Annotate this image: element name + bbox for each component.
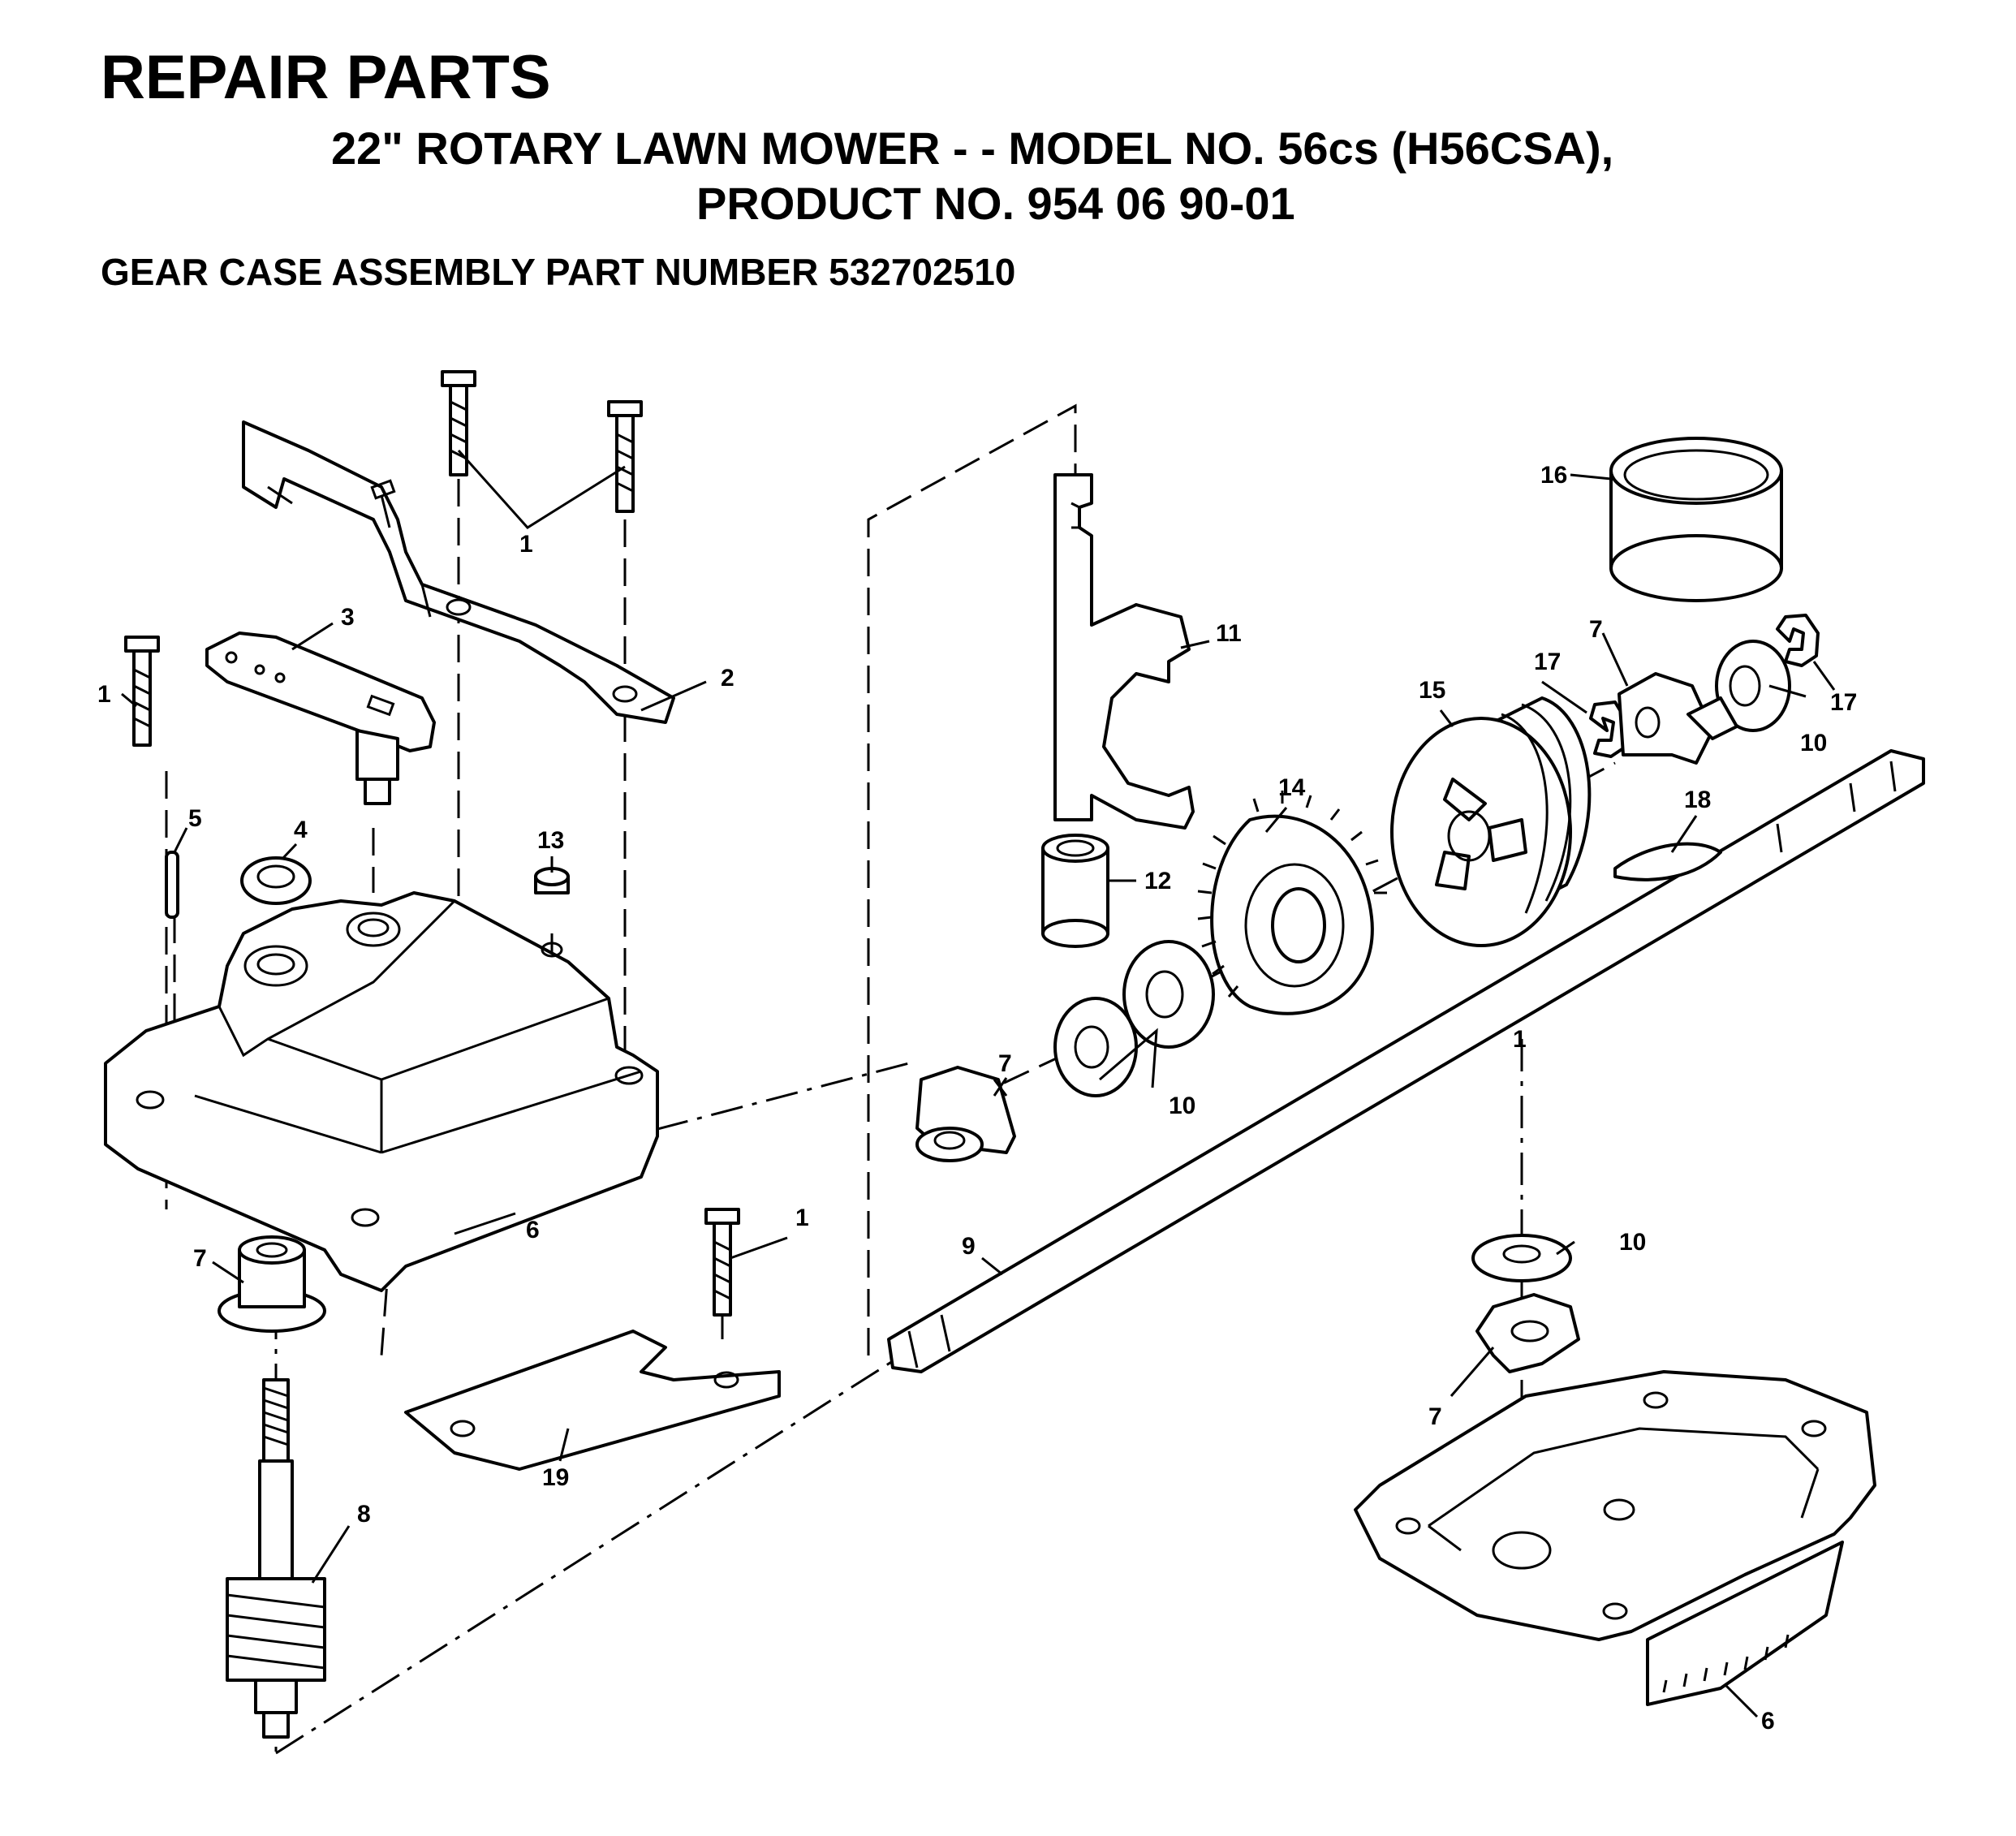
grease-cap-icon <box>1609 437 1783 602</box>
shift-lever-icon <box>205 631 436 805</box>
seal-icon <box>240 856 312 905</box>
gear-case-icon <box>1354 1370 1876 1706</box>
bolt-icon <box>704 1208 740 1317</box>
key-icon <box>1613 842 1722 881</box>
callout-4: 4 <box>294 817 308 843</box>
callout-10: 10 <box>1619 1229 1646 1256</box>
callout-7: 7 <box>193 1245 207 1272</box>
callout-1: 1 <box>795 1205 809 1231</box>
callout-14: 14 <box>1278 774 1306 801</box>
bracket-part <box>242 420 675 724</box>
callout-5: 5 <box>188 805 202 832</box>
callout-18: 18 <box>1684 787 1711 813</box>
callout-17: 17 <box>1534 649 1561 675</box>
page-title: REPAIR PARTS <box>101 43 551 112</box>
assembly-part-number: GEAR CASE ASSEMBLY PART NUMBER 532702510 <box>101 251 1016 293</box>
callout-6: 6 <box>1761 1708 1775 1735</box>
callout-10: 10 <box>1169 1093 1195 1119</box>
product-number: PRODUCT NO. 954 06 90-01 <box>696 178 1295 229</box>
callout-2: 2 <box>721 665 734 692</box>
callout-3: 3 <box>341 604 355 631</box>
retaining-ring-icon <box>1776 614 1820 667</box>
axle-shaft-icon <box>887 749 1925 1373</box>
leader-lines <box>121 473 1836 1718</box>
bearing-icon <box>218 1235 326 1333</box>
worm-shaft-icon <box>226 1378 326 1739</box>
bolt-icon <box>607 400 643 513</box>
bearing-icon <box>1618 672 1738 765</box>
callout-1: 1 <box>97 681 111 708</box>
shift-fork-icon <box>1053 473 1195 830</box>
callout-11: 11 <box>1216 620 1242 647</box>
callout-7: 7 <box>1428 1403 1442 1430</box>
plug-icon <box>534 867 570 894</box>
callout-7: 7 <box>1589 616 1603 643</box>
callout-19: 19 <box>542 1464 569 1491</box>
callout-17: 17 <box>1830 689 1857 716</box>
callout-10: 10 <box>1800 730 1827 756</box>
clutch-icon <box>1390 696 1592 947</box>
callout-8: 8 <box>357 1501 371 1528</box>
bolt-icon <box>441 370 476 476</box>
model-subtitle: 22" ROTARY LAWN MOWER - - MODEL NO. 56cs… <box>331 123 1614 174</box>
plate-icon <box>404 1330 781 1471</box>
bearing-icon <box>1475 1293 1580 1373</box>
callout-15: 15 <box>1419 677 1445 704</box>
washer-icon <box>1471 1234 1572 1282</box>
callout-12: 12 <box>1144 868 1171 894</box>
callout-7: 7 <box>998 1050 1012 1077</box>
washer-icon <box>1053 997 1138 1097</box>
callout-1: 1 <box>1513 1026 1527 1053</box>
pin-icon <box>165 851 179 919</box>
callout-6: 6 <box>526 1217 540 1243</box>
callout-9: 9 <box>962 1233 976 1260</box>
washer-icon <box>1715 640 1791 732</box>
callout-16: 16 <box>1540 462 1567 489</box>
callout-1: 1 <box>519 531 533 558</box>
callout-13: 13 <box>537 827 564 854</box>
bearing-icon <box>915 1066 1016 1162</box>
washer-icon <box>1122 940 1215 1049</box>
spacer-icon <box>1041 834 1109 948</box>
retaining-ring-icon <box>1589 700 1629 758</box>
gear-icon <box>1197 791 1387 1015</box>
bolt-icon <box>124 636 160 747</box>
gear-case-icon <box>104 891 659 1292</box>
